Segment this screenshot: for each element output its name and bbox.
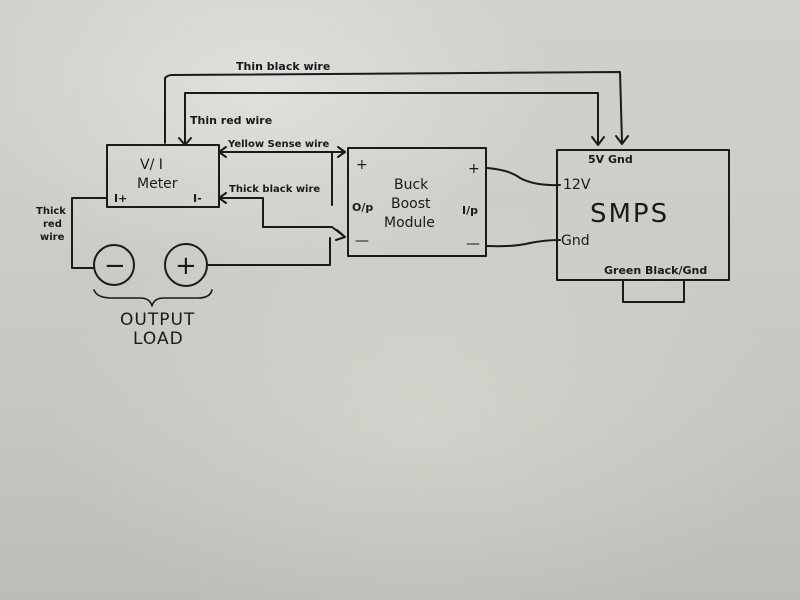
load-minus-sign: − <box>104 251 128 281</box>
smps-title: SMPS <box>590 199 669 229</box>
smps-5v-gnd: 5V Gnd <box>588 153 633 166</box>
thick-red-label-3: wire <box>40 232 65 243</box>
thick-red-label-1: Thick <box>36 206 66 217</box>
buck-boost-minus-left: — <box>355 233 369 249</box>
vi-meter-box <box>106 144 220 208</box>
thick-red-label-2: red <box>43 219 62 230</box>
yellow-sense-arrow-right <box>337 146 346 158</box>
buck-boost-minus-right: — <box>466 236 480 252</box>
load-brace <box>93 289 213 307</box>
vi-meter-title-2: Meter <box>137 176 178 192</box>
load-minus-terminal <box>93 244 135 286</box>
thin-red-wire <box>184 92 599 144</box>
buck-boost-title-1: Buck <box>394 177 429 193</box>
wire-gnd <box>486 239 561 248</box>
green-black-jumper <box>622 279 685 303</box>
vi-meter-title-1: V/ I <box>140 157 163 173</box>
buck-boost-plus-left: + <box>356 157 368 173</box>
thick-black-arrow-meter <box>218 192 227 204</box>
thick-black-label: Thick black wire <box>229 184 320 195</box>
buck-boost-title-3: Module <box>384 215 435 231</box>
thick-black-wire <box>218 197 346 238</box>
vi-meter-i-minus: I- <box>193 192 202 205</box>
load-plus-sign: + <box>175 251 199 281</box>
smps-box <box>556 149 730 281</box>
buck-boost-input: I/p <box>462 204 478 217</box>
smps-gnd: Gnd <box>561 233 590 249</box>
thick-red-wire <box>71 197 108 269</box>
load-label-2: LOAD <box>133 329 184 349</box>
smps-green-black-gnd: Green Black/Gnd <box>604 264 707 277</box>
buck-boost-box <box>347 147 487 257</box>
yellow-sense-arrow-left <box>218 146 227 158</box>
thin-black-wire-label: Thin black wire <box>236 60 330 73</box>
thin-red-wire-label: Thin red wire <box>190 114 272 127</box>
thin-black-wire-arrow <box>615 135 629 145</box>
thin-black-wire <box>164 71 623 144</box>
thin-red-wire-arrow <box>591 136 605 146</box>
smps-12v: 12V <box>563 177 591 193</box>
load-positive-wire <box>206 237 331 266</box>
wire-12v <box>486 167 561 187</box>
thick-black-arrow-module <box>335 229 346 241</box>
yellow-sense-label: Yellow Sense wire <box>227 139 329 150</box>
buck-boost-title-2: Boost <box>391 196 431 212</box>
load-label-1: OUTPUT <box>120 310 195 330</box>
buck-boost-plus-right: + <box>468 161 480 177</box>
vi-meter-i-plus: I+ <box>114 192 127 205</box>
buck-boost-output: O/p <box>352 201 373 214</box>
